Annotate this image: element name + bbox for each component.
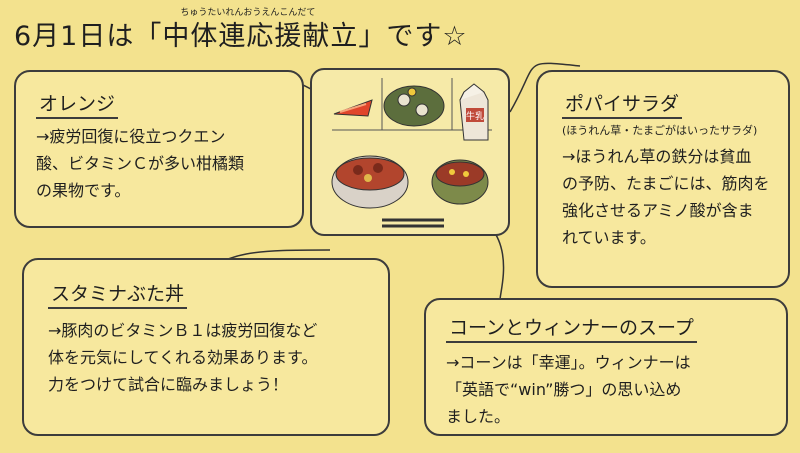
- title-highlight: 中体連応援献立: [162, 21, 359, 52]
- milk-carton-icon: 牛乳: [459, 83, 489, 141]
- corn-wiener-soup-card: コーンとウィンナーのスープ →コーンは「幸運」。ウィンナーは 「英語で“win”…: [424, 298, 788, 436]
- popeye-heading: ポパイサラダ: [562, 92, 683, 119]
- corn-heading: コーンとウィンナーのスープ: [446, 316, 697, 343]
- orange-line-3: の果物です。: [36, 181, 131, 200]
- title-highlight-wrap: ちゅうたいれんおうえんこんだて中体連応援献立: [162, 8, 359, 62]
- title-ruby: ちゅうたいれんおうえんこんだて: [180, 8, 316, 18]
- orange-heading: オレンジ: [36, 92, 119, 119]
- stamina-line-3: 力をつけて試合に臨みましょう！: [48, 375, 289, 394]
- page-title: 6月1日は「ちゅうたいれんおうえんこんだて中体連応援献立」です☆: [14, 8, 614, 62]
- lunch-illustration: 牛乳: [331, 78, 492, 228]
- stamina-heading: スタミナぶた丼: [48, 282, 188, 309]
- popeye-line-1: →ほうれん草の鉄分は貧血: [562, 147, 752, 166]
- popeye-subtitle: (ほうれん草・たまごがはいったサラダ): [562, 124, 758, 137]
- popeye-line-4: れています。: [562, 228, 656, 247]
- corn-line-2: 「英語で“win”勝つ」の思い込め: [446, 380, 682, 399]
- milk-label: 牛乳: [466, 110, 484, 122]
- title-suffix: 」です☆: [358, 21, 468, 52]
- stamina-line-1: →豚肉のビタミンＢ１は疲労回復など: [48, 321, 318, 340]
- orange-card: オレンジ →疲労回復に役立つクエン 酸、ビタミンＣが多い柑橘類 の果物です。: [14, 70, 304, 228]
- stamina-pork-bowl-card: スタミナぶた丼 →豚肉のビタミンＢ１は疲労回復など 体を元気にしてくれる効果あり…: [22, 258, 390, 436]
- orange-line-2: 酸、ビタミンＣが多い柑橘類: [36, 154, 245, 173]
- corn-line-3: ました。: [446, 407, 511, 426]
- salad-icon: [383, 85, 445, 127]
- pork-bowl-icon: [331, 155, 409, 209]
- popeye-line-2: の予防、たまごには、筋肉を: [562, 174, 770, 193]
- popeye-salad-card: ポパイサラダ (ほうれん草・たまごがはいったサラダ) →ほうれん草の鉄分は貧血 …: [536, 70, 790, 288]
- chopsticks-icon: [382, 218, 444, 228]
- orange-slice-icon: [333, 99, 373, 117]
- popeye-line-3: 強化させるアミノ酸が含ま: [562, 201, 754, 220]
- lunch-tray: 牛乳: [310, 68, 510, 236]
- stamina-line-2: 体を元気にしてくれる効果あります。: [48, 348, 318, 367]
- corn-line-1: →コーンは「幸運」。ウィンナーは: [446, 353, 691, 372]
- soup-bowl-icon: [431, 159, 489, 205]
- title-prefix: 6月1日は「: [14, 21, 163, 52]
- orange-line-1: →疲労回復に役立つクエン: [36, 127, 226, 146]
